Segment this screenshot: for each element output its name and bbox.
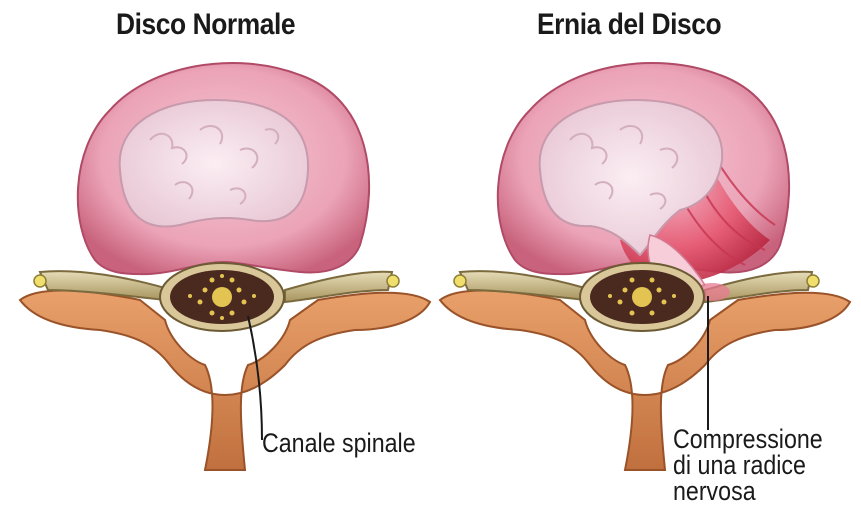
label-compression-line-3: nervosa bbox=[673, 478, 823, 504]
label-compression-line-2: di una radice bbox=[673, 452, 823, 478]
label-spinal-canal: Canale spinale bbox=[262, 430, 416, 456]
disc-nucleus-left bbox=[120, 100, 308, 227]
spinal-cord-right bbox=[580, 263, 704, 331]
label-compression-line-1: Compressione bbox=[673, 426, 823, 452]
label-nerve-root-compression: Compressione di una radice nervosa bbox=[673, 426, 823, 504]
spinal-cord-left bbox=[160, 263, 284, 331]
normal-disc-group bbox=[20, 63, 430, 470]
herniated-disc-group bbox=[440, 63, 850, 470]
